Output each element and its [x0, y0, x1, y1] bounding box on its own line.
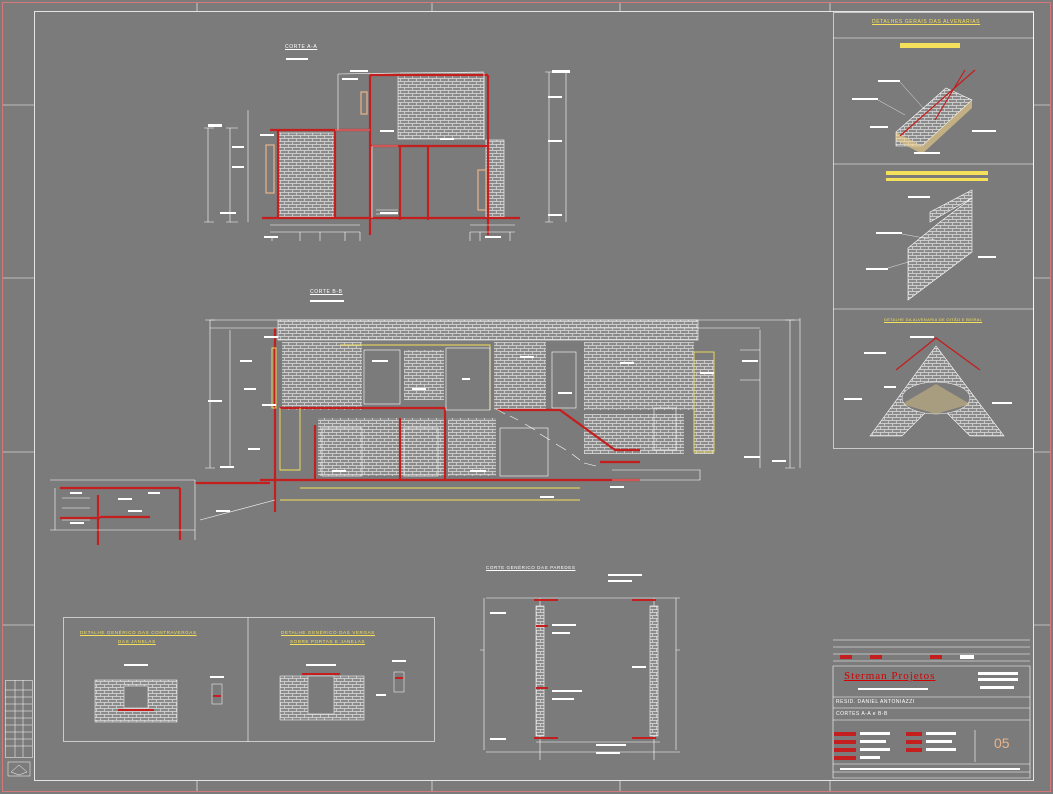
section-b-b	[50, 300, 801, 545]
section-a-a	[204, 58, 570, 241]
section-a-title: CORTE A-A	[285, 44, 318, 50]
left-legend-table	[5, 680, 33, 777]
frame-ticks	[3, 3, 1050, 791]
wall-details-panel	[833, 12, 1034, 449]
title-block-fills	[834, 655, 1020, 770]
sheet-number: 05	[994, 735, 1010, 751]
detail-block-corner-2	[866, 171, 996, 301]
lintel-detail-title-2: SOBRE PORTAS E JANELAS	[290, 639, 366, 644]
generic-wall-section	[480, 574, 680, 760]
counter-lintel-title-1: DETALHE GENÉRICO DAS CONTRAVERGAS	[80, 630, 197, 635]
title-block	[832, 639, 1031, 779]
detail-block-corner-1	[852, 43, 996, 154]
detail-gable-eave	[844, 336, 1012, 437]
eave-detail-title: DETALHE DA ALVENARIA DE OITÃO E BEIRAL	[884, 317, 983, 322]
lintel-detail-title-1: DETALHE GENÉRICO DAS VERGAS	[281, 630, 375, 635]
firm-name: Sterman Projetos	[844, 670, 936, 682]
details-panel-title: DETALHES GERAIS DAS ALVENARIAS	[872, 19, 981, 25]
section-b-title: CORTE B-B	[310, 289, 343, 295]
client-name: RESID. DANIEL ANTONIAZZI	[836, 699, 915, 705]
generic-wall-section-title: CORTE GENÉRICO DAS PAREDES	[486, 565, 576, 570]
drawing-title: CORTES A-A e B-B	[836, 711, 888, 717]
counter-lintel-title-2: DAS JANELAS	[118, 639, 156, 644]
lintel-details	[63, 617, 435, 742]
